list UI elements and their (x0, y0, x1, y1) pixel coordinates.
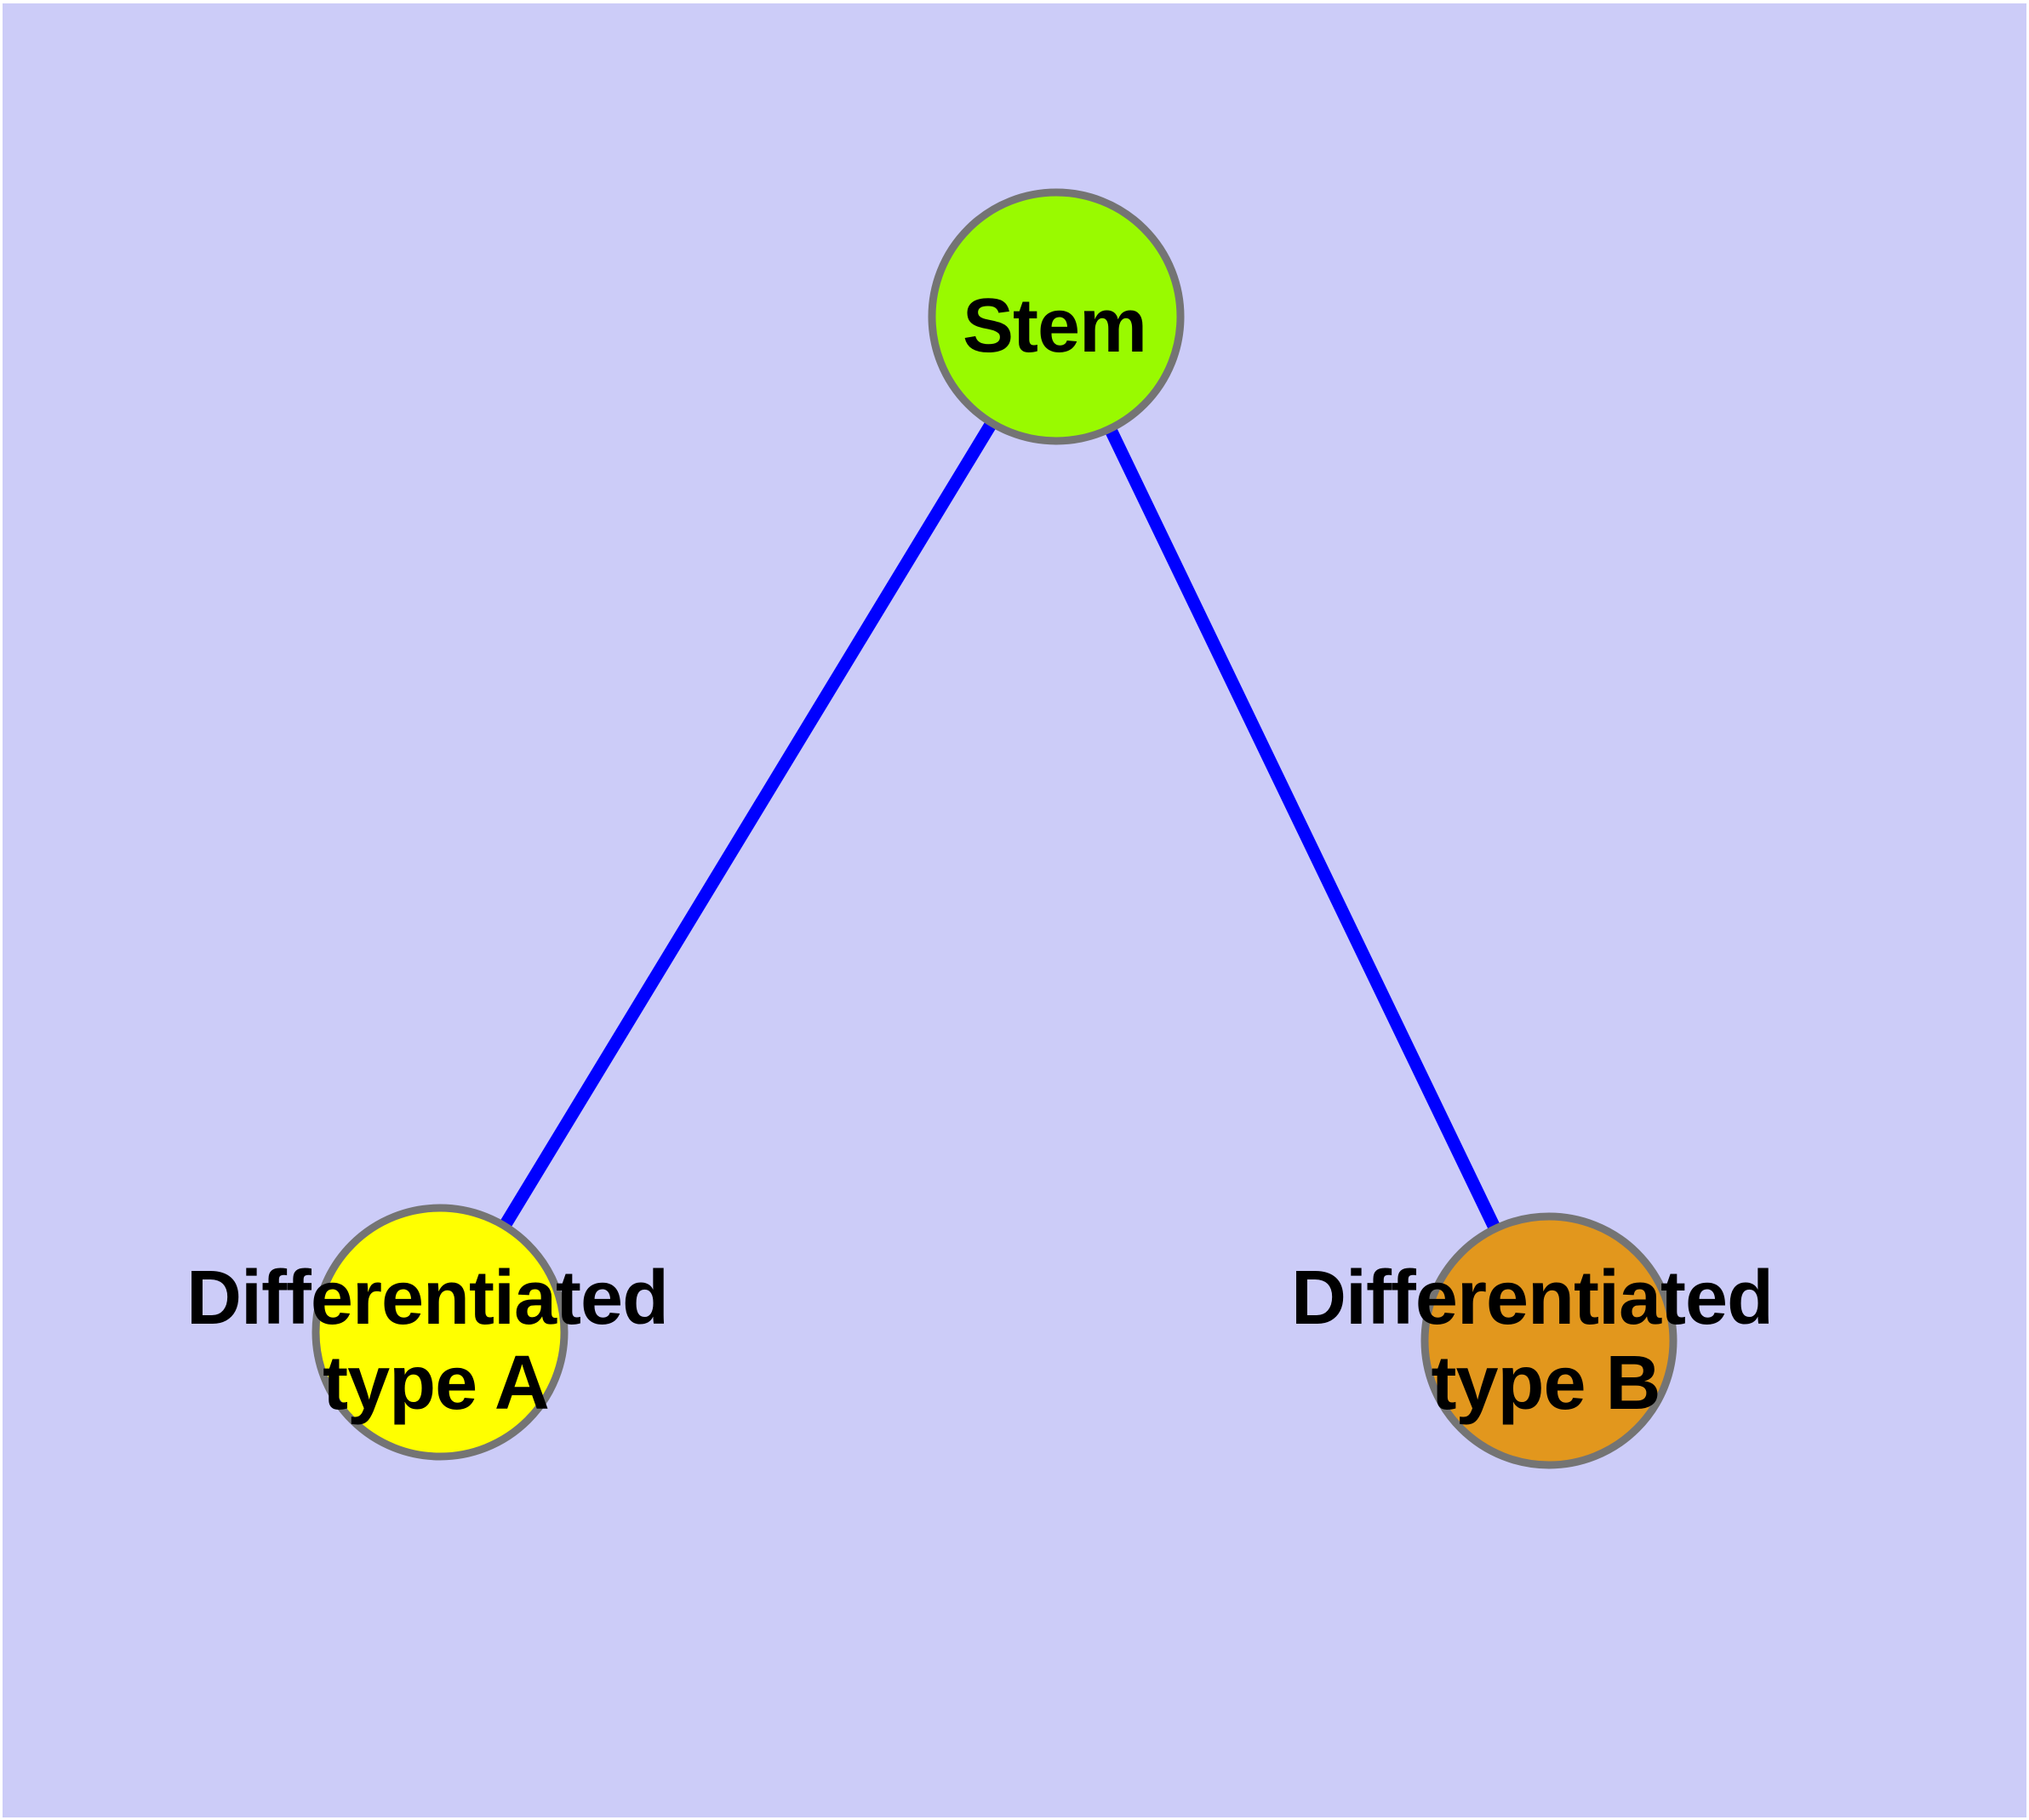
node-type-a-label-line2: type A (323, 1341, 549, 1426)
edge-stem-to-type-a (434, 313, 1062, 1336)
node-type-b-label-line1: Differentiated (1291, 1256, 1773, 1341)
node-type-a-label-line1: Differentiated (186, 1256, 668, 1341)
node-type-b (1420, 1212, 1677, 1469)
node-stem (928, 188, 1185, 445)
node-type-a (311, 1204, 569, 1461)
node-stem-label: Stem (963, 283, 1146, 369)
node-type-b-label-line2: type B (1431, 1341, 1660, 1426)
edge-stem-to-type-b (1050, 313, 1555, 1344)
